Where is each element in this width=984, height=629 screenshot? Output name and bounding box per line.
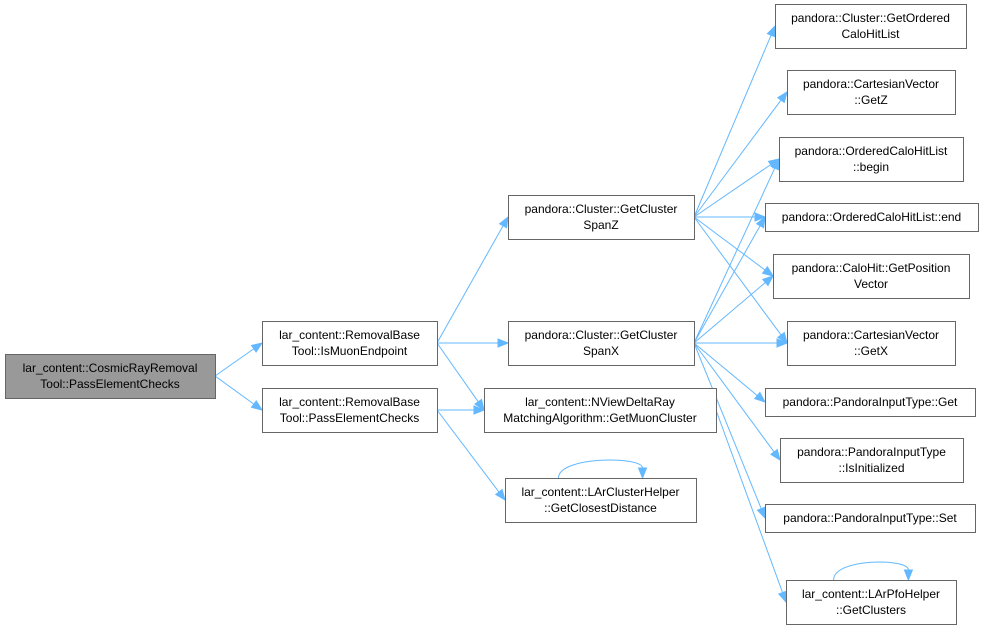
node-label: SpanZ xyxy=(583,218,618,232)
node-getZ[interactable]: pandora::CartesianVector::GetZ xyxy=(787,70,956,115)
edge-spanZ-to-getX xyxy=(693,216,788,345)
node-box xyxy=(765,203,979,232)
node-label: pandora::OrderedCaloHitList xyxy=(795,144,948,158)
node-box xyxy=(786,580,957,625)
edge-isMuonEndpoint-to-spanZ xyxy=(436,215,509,344)
node-passElementChecks[interactable]: lar_content::RemovalBaseTool::PassElemen… xyxy=(262,388,438,433)
node-label: Tool::PassElementChecks xyxy=(280,411,419,425)
node-label: pandora::Cluster::GetCluster xyxy=(525,328,678,342)
edge-spanX-to-positionVector xyxy=(693,275,775,344)
node-label: ::GetClusters xyxy=(836,603,906,617)
node-box xyxy=(765,388,976,417)
node-closestDistance[interactable]: lar_content::LArClusterHelper::GetCloses… xyxy=(505,478,697,523)
edge-spanX-to-end xyxy=(693,215,766,344)
node-label: ::GetClosestDistance xyxy=(544,501,657,515)
node-isInitialized[interactable]: pandora::PandoraInputType::IsInitialized xyxy=(780,438,964,483)
node-inputGet[interactable]: pandora::PandoraInputType::Get xyxy=(765,388,976,417)
node-label: MatchingAlgorithm::GetMuonCluster xyxy=(503,411,696,425)
edge-spanX-to-getX xyxy=(694,338,789,348)
edge-spanZ-to-orderedCaloHitList xyxy=(693,24,776,218)
edge-spanX-to-isInitialized xyxy=(693,342,781,462)
node-label: pandora::PandoraInputType::Get xyxy=(783,395,958,409)
node-label: SpanX xyxy=(583,344,619,358)
node-box xyxy=(262,321,438,366)
node-getX[interactable]: pandora::CartesianVector::GetX xyxy=(787,321,956,366)
edge-spanZ-to-end xyxy=(694,212,767,222)
edge-root-to-isMuonEndpoint xyxy=(214,342,264,377)
node-label: lar_content::LArClusterHelper xyxy=(521,485,679,499)
node-box xyxy=(780,438,964,483)
node-inputSet[interactable]: pandora::PandoraInputType::Set xyxy=(765,504,976,533)
node-label: pandora::CartesianVector xyxy=(803,77,939,91)
node-label: pandora::CaloHit::GetPosition xyxy=(792,261,951,275)
edge-isMuonEndpoint-to-spanX xyxy=(437,338,510,348)
node-label: pandora::Cluster::GetOrdered xyxy=(791,11,950,25)
node-root[interactable]: lar_content::CosmicRayRemovalTool::PassE… xyxy=(5,354,216,399)
edge-closestDistance-to-closestDistance xyxy=(557,459,648,480)
node-label: lar_content::RemovalBase xyxy=(279,395,420,409)
edge-spanX-to-inputSet xyxy=(693,342,766,520)
node-label: pandora::Cluster::GetCluster xyxy=(525,202,678,216)
node-label: pandora::PandoraInputType::Set xyxy=(783,511,957,525)
node-box xyxy=(775,4,967,49)
node-box xyxy=(5,354,216,399)
node-box xyxy=(773,254,970,299)
node-box xyxy=(787,70,956,115)
node-label: CaloHitList xyxy=(841,27,900,41)
node-label: Tool::IsMuonEndpoint xyxy=(292,344,408,358)
node-box xyxy=(508,195,695,240)
node-label: ::IsInitialized xyxy=(838,461,904,475)
node-isMuonEndpoint[interactable]: lar_content::RemovalBaseTool::IsMuonEndp… xyxy=(262,321,438,366)
node-box xyxy=(484,388,717,433)
node-label: lar_content::NViewDeltaRay xyxy=(525,395,675,409)
node-label: ::GetX xyxy=(854,344,888,358)
node-getMuonCluster[interactable]: lar_content::NViewDeltaRayMatchingAlgori… xyxy=(484,388,717,433)
node-label: lar_content::RemovalBase xyxy=(279,328,420,342)
node-label: pandora::OrderedCaloHitList::end xyxy=(782,210,961,224)
edge-root-to-passElementChecks xyxy=(214,375,264,411)
node-box xyxy=(505,478,697,523)
node-label: ::GetZ xyxy=(854,93,887,107)
node-box xyxy=(508,321,695,366)
node-box xyxy=(765,504,976,533)
node-box xyxy=(779,137,964,182)
node-label: Vector xyxy=(854,277,888,291)
edge-isMuonEndpoint-to-getMuonCluster xyxy=(436,342,485,412)
nodes: lar_content::CosmicRayRemovalTool::PassE… xyxy=(5,4,979,625)
node-begin[interactable]: pandora::OrderedCaloHitList::begin xyxy=(779,137,964,182)
node-label: Tool::PassElementChecks xyxy=(40,377,179,391)
node-box xyxy=(787,321,956,366)
edge-passElementChecks-to-closestDistance xyxy=(436,409,506,502)
edge-spanZ-to-getZ xyxy=(693,90,788,218)
node-label: pandora::PandoraInputType xyxy=(797,445,946,459)
edge-spanX-to-inputGet xyxy=(693,342,767,403)
node-label: lar_content::CosmicRayRemoval xyxy=(23,361,198,375)
node-end[interactable]: pandora::OrderedCaloHitList::end xyxy=(765,203,979,232)
edge-passElementChecks-to-getMuonCluster xyxy=(437,405,486,415)
edges xyxy=(214,24,914,604)
node-label: lar_content::LArPfoHelper xyxy=(802,587,940,601)
edge-getClusters-to-getClusters xyxy=(833,561,914,582)
node-label: ::begin xyxy=(853,160,889,174)
node-label: pandora::CartesianVector xyxy=(803,328,939,342)
edge-spanZ-to-positionVector xyxy=(693,216,775,277)
node-getClusters[interactable]: lar_content::LArPfoHelper::GetClusters xyxy=(786,580,957,625)
edge-spanX-to-begin xyxy=(693,157,780,344)
node-box xyxy=(262,388,438,433)
